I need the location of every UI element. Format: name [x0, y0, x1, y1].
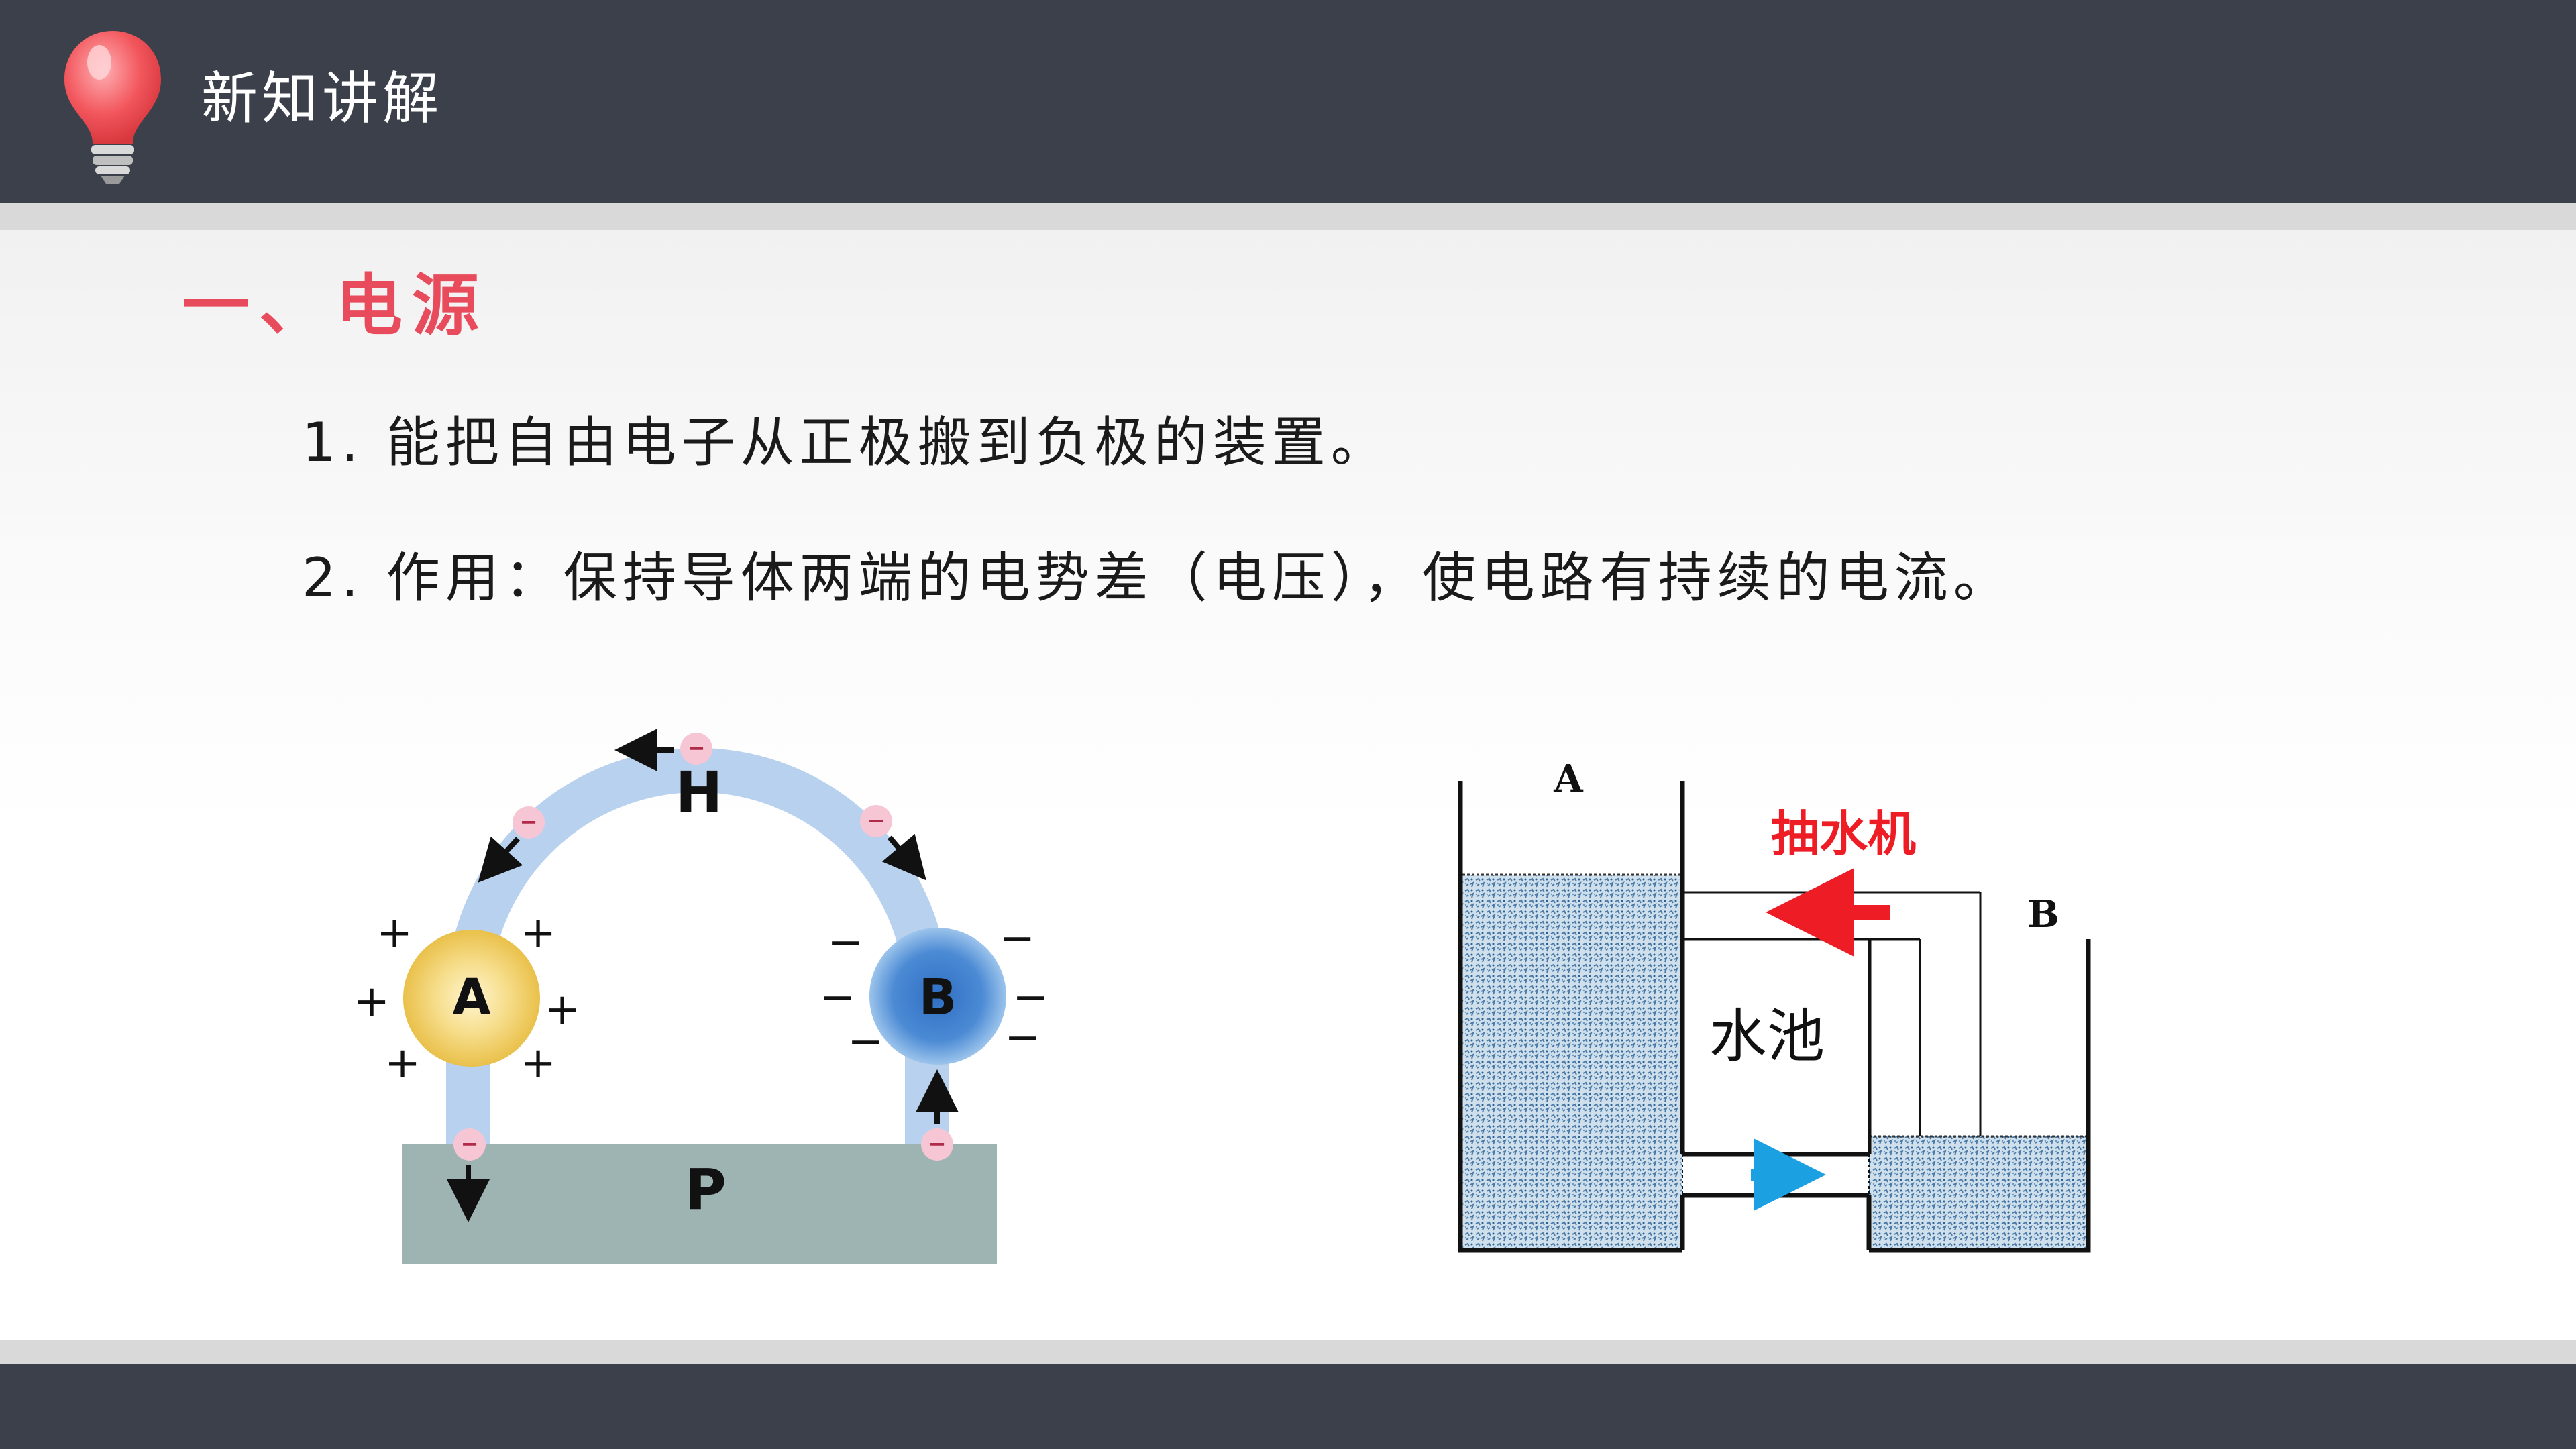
svg-text:−: −	[928, 1131, 947, 1157]
svg-text:−: −	[520, 809, 538, 835]
lightbulb-icon	[64, 31, 161, 184]
minus-sign: −	[819, 973, 855, 1022]
minus-sign: −	[827, 918, 863, 967]
pool-box	[1685, 939, 1868, 1152]
label-ball-b: B	[919, 969, 957, 1026]
pool-label: 水池	[1709, 1003, 1825, 1070]
svg-text:−: −	[688, 735, 706, 761]
ball-b	[869, 928, 1006, 1065]
plus-sign: +	[544, 985, 580, 1034]
arrow-upper-left-down	[478, 836, 523, 883]
footer-bar	[0, 1364, 2576, 1449]
label-h: H	[676, 759, 722, 825]
electron-lower-right: −	[921, 1128, 953, 1161]
header-divider	[0, 203, 2576, 230]
electron-upper-right: −	[860, 805, 892, 837]
tank-a-label: A	[1553, 757, 1584, 801]
header-bar	[0, 0, 2576, 203]
label-p: P	[685, 1157, 727, 1222]
plus-sign: +	[520, 1038, 556, 1088]
plus-sign: +	[376, 908, 413, 958]
charge-diagram: A B H P + + + + + + − − − − − − − − − − …	[354, 729, 1049, 1264]
header-title: 新知讲解	[201, 66, 443, 131]
footer-divider	[0, 1340, 2576, 1364]
tank-b-label: B	[2027, 892, 2059, 936]
minus-sign: −	[847, 1017, 883, 1067]
svg-text:−: −	[461, 1131, 479, 1157]
plus-sign: +	[354, 977, 390, 1026]
pump-label: 抽水机	[1771, 806, 1916, 862]
point-1: 1. 能把自由电子从正极搬到负极的装置。	[302, 411, 1390, 474]
label-ball-a: A	[452, 969, 490, 1026]
section-title: 一、电源	[182, 266, 488, 345]
minus-sign: −	[1004, 1013, 1040, 1063]
electron-lower-left: −	[453, 1128, 486, 1161]
electron-top: −	[680, 733, 712, 765]
water-analogy-diagram: A B 抽水机 水池	[1458, 757, 2091, 1253]
ground-block-p	[402, 1144, 997, 1264]
plus-sign: +	[384, 1038, 421, 1088]
ball-a	[403, 930, 540, 1067]
minus-sign: −	[999, 914, 1035, 963]
arrow-upper-right-down	[881, 833, 926, 881]
minus-sign: −	[1012, 973, 1049, 1022]
electron-upper-left: −	[513, 806, 545, 839]
water-tank-a	[1462, 875, 1682, 1250]
water-tank-b	[1869, 1136, 2086, 1250]
point-2: 2. 作用：保持导体两端的电势差（电压），使电路有持续的电流。	[302, 547, 2012, 609]
svg-text:−: −	[867, 808, 885, 833]
plus-sign: +	[520, 908, 556, 958]
